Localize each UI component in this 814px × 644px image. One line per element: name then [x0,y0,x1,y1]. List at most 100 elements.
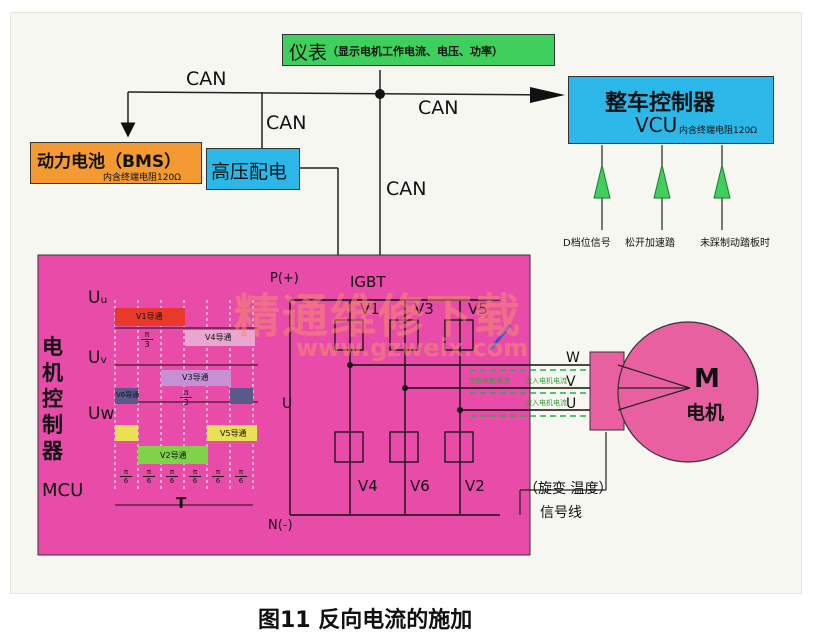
tick-fraction: π 6 [189,468,201,485]
can-label-top: CAN [186,68,227,90]
tick-numerator: π [212,468,224,477]
timing-label-u: Uᵤ [88,288,108,308]
signal-arrows [593,164,731,199]
igbt-upper-row [334,319,474,351]
figure-caption: 图11 反向电流的施加 [258,608,473,633]
signal-label-accelerator: 松开加速踏 [625,238,675,249]
tick-numerator: π [166,468,178,477]
igbt-label-v1: V1 [360,300,380,318]
bar-label-v2: V2导通 [160,451,187,460]
signal-line-name: 信号线 [540,505,582,521]
tick-numerator: π [120,468,132,477]
igbt-label-v5: V5 [468,300,488,318]
hv-distribution-title: 高压配电 [211,161,288,183]
mcu-name-char: 机 [42,361,63,385]
bar-label-v3: V3导通 [182,373,209,382]
igbt-label: IGBT [350,273,386,291]
tick-denominator: 6 [146,477,152,485]
vcu-arrow-head [530,87,565,103]
dc-negative-label: N(-) [268,518,293,533]
mcu-abbr: MCU [42,480,84,501]
motor-windings [617,364,691,411]
mcu-name-char: 控 [42,387,63,411]
reverse-current-lines [470,369,594,417]
tick-denominator: 6 [192,477,198,485]
vcu-box: 整车控制器 VCU 内含终端电阻120Ω [568,76,774,144]
tick-fraction: π 6 [143,468,155,485]
bar-label-v5: V5导通 [220,429,247,438]
signal-line [519,432,607,515]
tick-fraction: π 6 [166,468,178,485]
tick-denominator: 6 [238,477,244,485]
watermark-url: www.gzweix.com [296,334,529,362]
node-dot-v [402,385,408,391]
mcu-name-char: 器 [42,439,63,463]
timing-label-v: Uᵥ [88,348,108,368]
tick-numerator: π [143,468,155,477]
fraction-numerator: π [141,330,153,340]
phase-label-w: W [566,350,580,366]
tick-denominator: 6 [123,477,129,485]
igbt-label-v2: V2 [465,477,485,495]
tick-fraction: π 6 [120,468,132,485]
igbt-label-v6: V6 [410,477,430,495]
signal-label-gear: D档位信号 [563,238,611,249]
bar-label-v4: V4导通 [205,333,232,342]
tick-fraction: π 6 [235,468,247,485]
can-label-hv: CAN [266,112,307,134]
current-note-u: 流入电机电流 [525,399,567,407]
watermark-text: 精通维修下载 [234,289,522,343]
period-label: T [176,494,187,512]
mcu-name-char: 制 [42,413,63,437]
fraction-pi-over-3-b: π 3 [180,388,192,407]
phase-label-u: U [566,396,577,412]
meter-box: 仪表 （显示电机工作电流、电压、功率） [282,34,555,66]
dc-voltage-label: U [282,396,293,412]
fraction-numerator: π [180,388,192,398]
vcu-note: 内含终端电阻120Ω [679,126,758,136]
bar-label-v6: V6导通 [116,391,140,399]
timing-bars [115,308,257,464]
vcu-abbr: VCU [635,113,678,137]
tick-numerator: π [189,468,201,477]
current-note-v: 流入电机电流 [525,377,567,385]
node-dot-w [347,362,353,368]
can-label-right: CAN [418,97,459,119]
timing-label-w: Uw [88,404,115,424]
current-note-w: 流出电机电流 [468,377,510,385]
bar-label-v1: V1导通 [136,312,163,321]
dc-positive-label: P(+) [270,271,299,286]
hv-distribution-box: 高压配电 [206,148,300,190]
igbt-lower-row [334,431,474,463]
signal-label-brake: 未踩制动踏板时 [700,238,770,249]
igbt-label-v4: V4 [358,477,378,495]
motor-body [617,321,759,463]
vcu-title: 整车控制器 [605,91,716,116]
inverter-bus [289,299,595,516]
can-junction-dot [375,89,385,99]
mcu-name: 电 机 控 制 器 [42,334,68,464]
tick-denominator: 6 [169,477,175,485]
fraction-pi-over-3: π 3 [141,330,153,349]
mcu-name-char: 电 [42,335,63,359]
node-dot-u [457,407,463,413]
bms-box: 动力电池（BMS） 内含终端电阻120Ω [30,142,202,184]
igbt-label-v3: V3 [414,300,434,318]
signal-line-note: （旋变 温度） [524,481,613,497]
current-direction-arrow [488,324,512,351]
motor-name: 电机 [686,402,725,424]
phase-label-v: V [566,374,576,390]
fraction-denominator: 3 [144,340,150,349]
bms-note: 内含终端电阻120Ω [103,173,182,183]
tick-fraction: π 6 [212,468,224,485]
bms-title: 动力电池（BMS） [37,152,182,172]
tick-denominator: 6 [215,477,221,485]
motor-letter: M [694,364,720,394]
tick-numerator: π [235,468,247,477]
can-bus [120,70,561,255]
meter-title: 仪表 [289,42,328,64]
meter-description: （显示电机工作电流、电压、功率） [327,45,503,58]
fraction-denominator: 3 [183,398,189,407]
can-label-mcu: CAN [386,178,427,200]
